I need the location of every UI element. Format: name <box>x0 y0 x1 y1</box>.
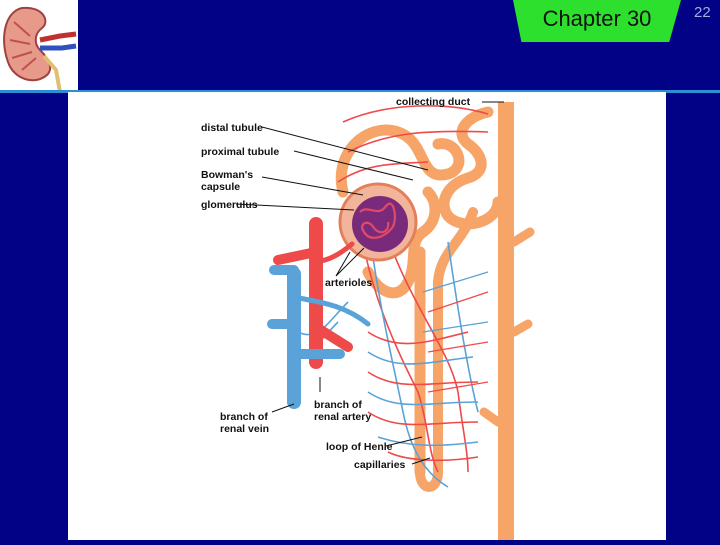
label-branch-artery-line1: branch of <box>314 399 362 411</box>
diagram-labels: collecting duct distal tubule proximal t… <box>201 96 471 471</box>
header-rule <box>0 90 720 93</box>
kidney-thumbnail <box>0 0 78 93</box>
leader-lines <box>235 101 504 465</box>
renal-artery-branch <box>273 217 355 369</box>
label-loop-of-henle: loop of Henle <box>326 441 393 453</box>
label-bowmans-line2: capsule <box>201 181 240 193</box>
capillary-network <box>287 105 489 488</box>
tubule-system <box>335 106 504 492</box>
page-number: 22 <box>694 4 711 21</box>
chapter-title: Chapter 30 <box>542 6 652 31</box>
chapter-tab <box>513 0 681 42</box>
collecting-duct <box>479 102 535 540</box>
label-proximal-tubule: proximal tubule <box>201 146 279 158</box>
label-glomerulus: glomerulus <box>201 199 258 211</box>
label-capillaries: capillaries <box>354 459 406 471</box>
nephron-diagram: collecting duct distal tubule proximal t… <box>201 96 535 540</box>
label-collecting-duct: collecting duct <box>396 96 471 108</box>
label-branch-vein-line2: renal vein <box>220 423 269 435</box>
nephron-diagram-panel: collecting duct distal tubule proximal t… <box>68 92 666 540</box>
label-branch-vein-line1: branch of <box>220 411 268 423</box>
label-bowmans-line1: Bowman's <box>201 169 253 181</box>
glomerulus <box>338 182 418 262</box>
label-distal-tubule: distal tubule <box>201 122 263 134</box>
label-arterioles: arterioles <box>325 277 372 289</box>
label-branch-artery-line2: renal artery <box>314 411 371 423</box>
kidney-icon <box>3 6 77 93</box>
renal-vein-branch <box>267 265 371 409</box>
